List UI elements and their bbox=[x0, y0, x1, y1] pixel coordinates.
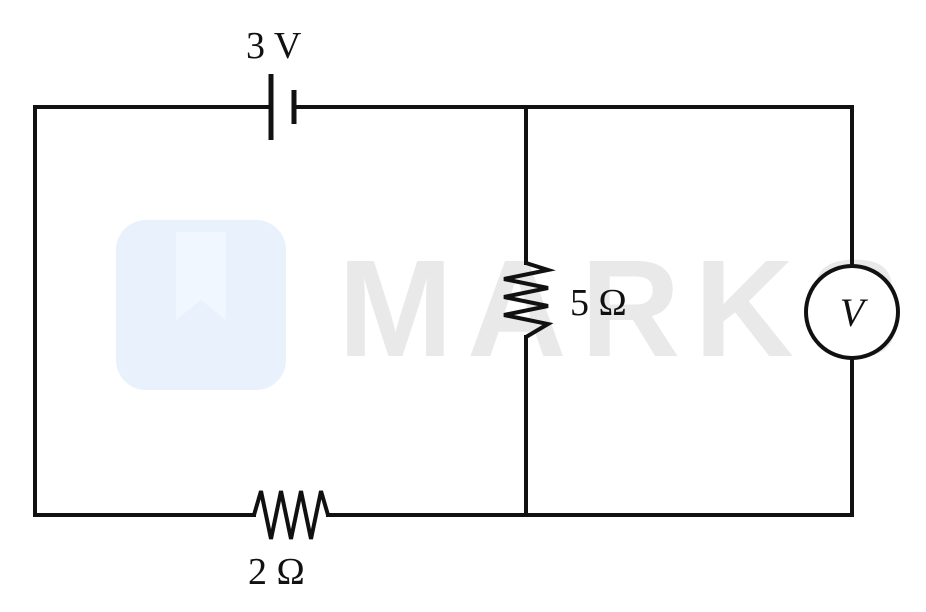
watermark-logo bbox=[116, 220, 286, 390]
battery: 3 V bbox=[246, 25, 302, 140]
wires bbox=[33, 105, 854, 517]
resistor-5-ohm-zigzag bbox=[503, 261, 556, 339]
resistor-2-ohm-label: 2 Ω bbox=[248, 551, 305, 593]
resistor-5-ohm-label: 5 Ω bbox=[570, 282, 627, 324]
voltmeter: V bbox=[804, 264, 900, 360]
watermark-logo-ribbon bbox=[176, 232, 226, 320]
voltmeter-circle bbox=[804, 264, 900, 360]
resistor-2-ohm-zigzag bbox=[252, 490, 330, 540]
resistor-5-ohm: 5 Ω bbox=[503, 261, 627, 339]
battery-label: 3 V bbox=[246, 25, 302, 67]
watermark: MARKS bbox=[116, 220, 900, 390]
voltmeter-label: V bbox=[840, 290, 869, 335]
resistor-2-ohm: 2 Ω bbox=[248, 490, 330, 593]
